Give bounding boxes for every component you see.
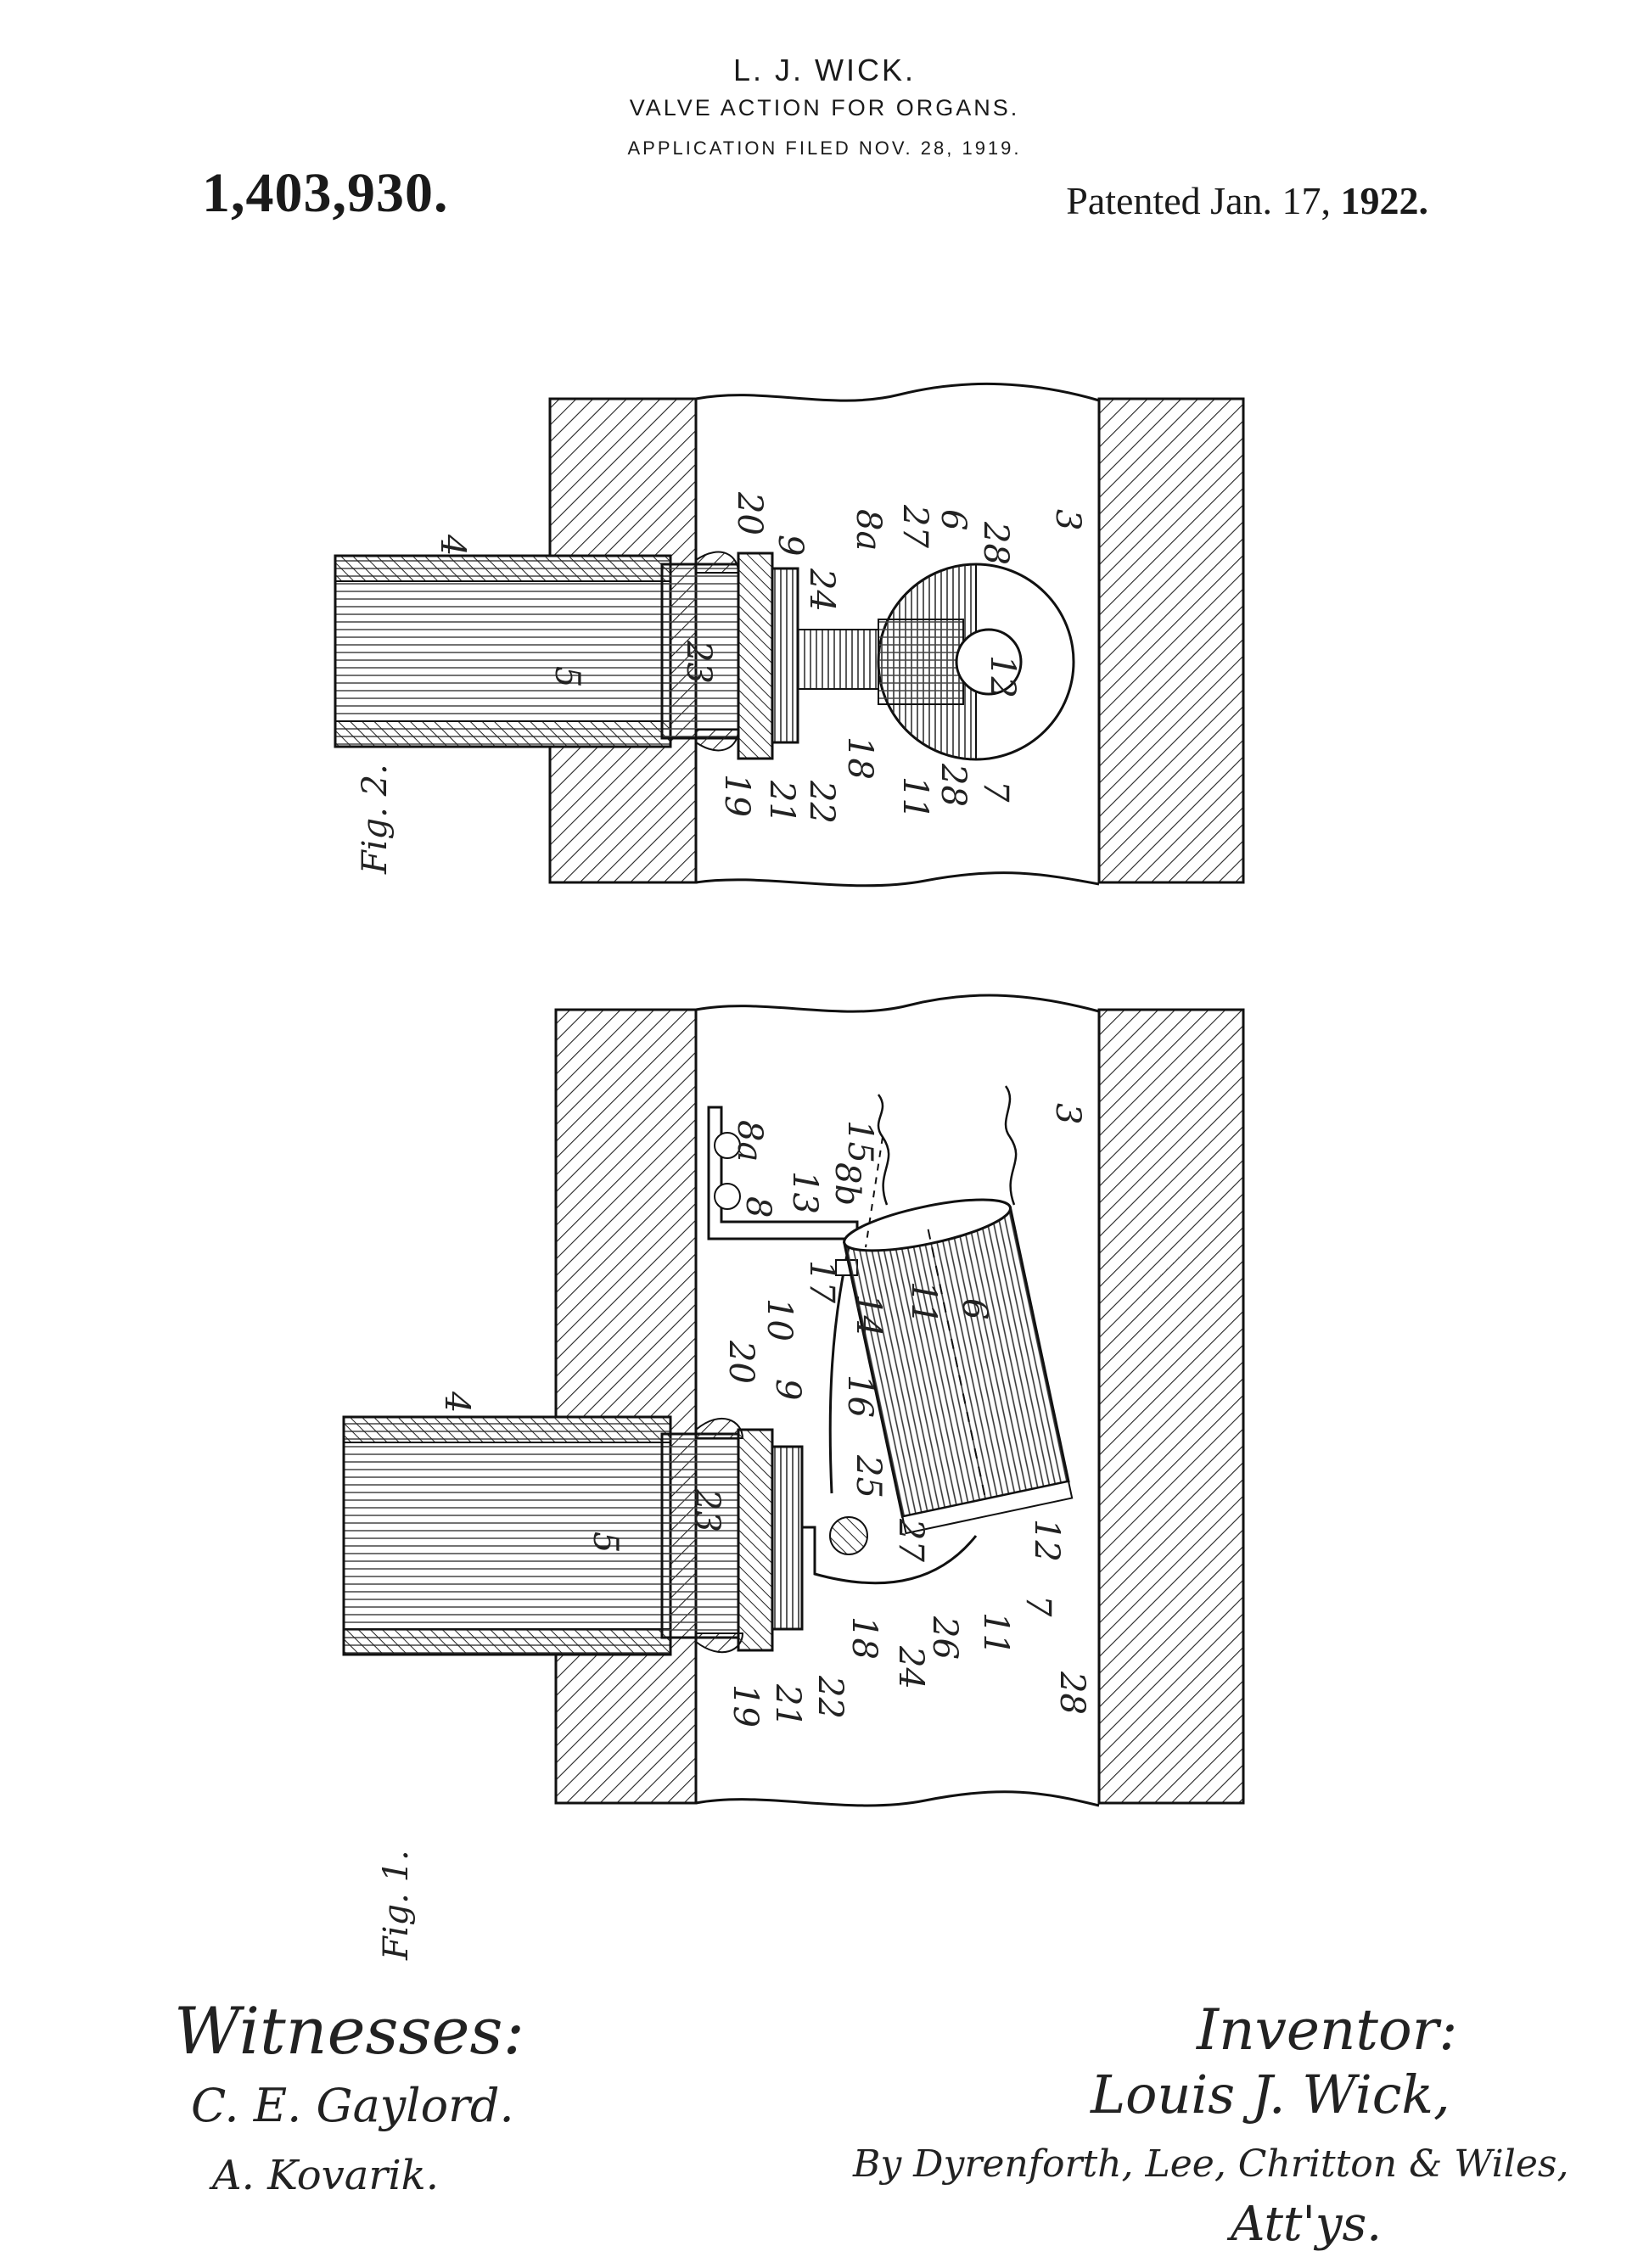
- header-inventor-name: L. J. WICK.: [732, 53, 917, 87]
- inventor-signature: Louis J. Wick,: [1090, 2064, 1450, 2125]
- patented-date-text: Patented Jan. 17,: [1066, 179, 1331, 222]
- patent-number: 1,403,930.: [202, 162, 449, 224]
- header-filing-date: APPLICATION FILED NOV. 28, 1919.: [627, 137, 1022, 159]
- fig2-label-18: 18: [840, 736, 879, 780]
- fig1-label-27: 27: [891, 1518, 930, 1562]
- fig1-label-14: 14: [849, 1294, 888, 1337]
- fig2-label-22: 22: [802, 780, 841, 824]
- figure-2: 4 5 20 9 24 8a 27 6 28 3 23 12 19 21 22 …: [334, 382, 1245, 888]
- fig1-label-28: 28: [1052, 1671, 1091, 1715]
- fig2-label-28-b: 28: [934, 763, 973, 807]
- fig1-label-16: 16: [840, 1375, 879, 1418]
- fig1-label-19: 19: [726, 1684, 765, 1728]
- fig1-label-21: 21: [768, 1683, 807, 1728]
- witnesses-heading: Witnesses:: [174, 1993, 524, 2069]
- fig1-label-8: 8: [738, 1196, 777, 1218]
- fig1-label-26: 26: [925, 1616, 964, 1660]
- patented-year: 1922.: [1340, 179, 1429, 222]
- fig2-label-11: 11: [895, 776, 934, 820]
- fig1-caption: Fig. 1.: [377, 1850, 416, 1961]
- fig2-label-24: 24: [802, 568, 841, 612]
- witness-2-signature: A. Kovarik.: [209, 2152, 439, 2199]
- inventor-heading: Inventor:: [1196, 1997, 1457, 2063]
- fig2-label-20: 20: [730, 491, 769, 535]
- fig1-label-10: 10: [760, 1298, 799, 1341]
- fig2-label-19: 19: [717, 774, 756, 817]
- fig1-label-11: 11: [976, 1612, 1015, 1655]
- fig1-label-12: 12: [1027, 1519, 1066, 1562]
- fig1-label-5: 5: [586, 1532, 625, 1553]
- witness-1-signature: C. E. Gaylord.: [191, 2079, 514, 2132]
- fig1-label-9: 9: [768, 1379, 807, 1400]
- fig2-label-23: 23: [679, 640, 718, 684]
- figure-1: 4 5 8a 15 8 13 8b 3 11 10 17 14 6 20 9 1…: [342, 994, 1245, 1961]
- fig1-label-24: 24: [891, 1645, 930, 1689]
- fig1-label-17: 17: [802, 1260, 841, 1303]
- fig2-label-28: 28: [976, 521, 1015, 565]
- fig1-label-13: 13: [785, 1171, 824, 1214]
- fig1-label-8b: 8b: [827, 1162, 867, 1206]
- fig1-label-4: 4: [437, 1391, 476, 1413]
- fig1-label-18: 18: [844, 1616, 883, 1660]
- fig1-label-6: 6: [955, 1298, 994, 1319]
- fig2-label-8a: 8a: [849, 509, 888, 551]
- fig2-label-4: 4: [433, 534, 472, 556]
- header-title: VALVE ACTION FOR ORGANS.: [629, 95, 1020, 120]
- fig1-label-7: 7: [1018, 1595, 1057, 1617]
- fig2-label-21: 21: [762, 780, 801, 824]
- fig2-label-9: 9: [771, 535, 810, 556]
- fig2-label-5: 5: [547, 666, 586, 687]
- fig2-label-12: 12: [983, 655, 1022, 698]
- fig2-label-7: 7: [976, 781, 1015, 803]
- signatures: Witnesses: C. E. Gaylord. A. Kovarik. In…: [174, 1993, 1568, 2252]
- patented-date: Patented Jan. 17, 1922.: [1066, 178, 1428, 223]
- fig2-label-27: 27: [895, 504, 934, 548]
- attorneys-abbrev: Att'ys.: [1226, 2197, 1382, 2252]
- fig1-label-3: 3: [1048, 1103, 1087, 1124]
- fig1-label-8a: 8a: [730, 1120, 769, 1162]
- attorneys-signature: By Dyrenforth, Lee, Chritton & Wiles,: [852, 2142, 1568, 2186]
- fig2-label-3: 3: [1048, 509, 1087, 530]
- fig1-label-25: 25: [849, 1454, 888, 1498]
- fig2-label-6: 6: [934, 509, 973, 530]
- fig1-label-11-upper: 11: [904, 1281, 943, 1324]
- fig1-label-15: 15: [840, 1120, 879, 1163]
- fig1-label-23: 23: [687, 1488, 726, 1532]
- fig1-label-22: 22: [810, 1675, 850, 1719]
- fig2-caption: Fig. 2.: [356, 764, 395, 875]
- fig1-label-20: 20: [721, 1340, 760, 1384]
